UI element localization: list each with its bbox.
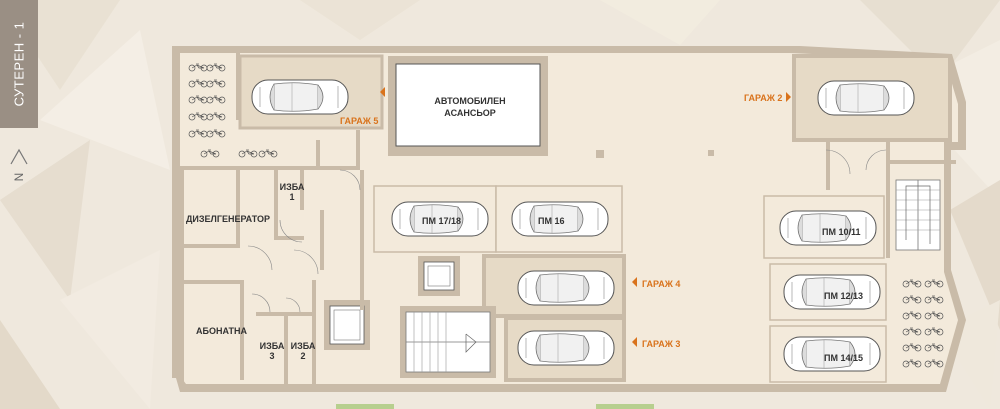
car-lift-label-2: АСАНСЬОР [444, 108, 495, 118]
storage-1-number: 1 [289, 192, 294, 202]
storage-2-number: 2 [300, 351, 305, 361]
stairs-icon [400, 306, 496, 378]
storage-3-label: ИЗБА [260, 341, 285, 351]
pm-10-11-label: ПМ 10/11 [822, 227, 861, 237]
pm-17-18-label: ПМ 17/18 [422, 216, 461, 226]
garage-4-label: ГАРАЖ 4 [642, 279, 680, 289]
bike-room [180, 53, 236, 168]
storage-1-label: ИЗБА [280, 182, 305, 192]
car-icon [517, 270, 615, 306]
garage-3-label: ГАРАЖ 3 [642, 339, 680, 349]
storage-3-number: 3 [269, 351, 274, 361]
north-compass: N [8, 148, 30, 188]
elevator-icon [423, 261, 455, 291]
compass-arrow-icon [10, 148, 28, 165]
car-icon [251, 79, 349, 115]
substation-label: АБОНАТНА [196, 326, 248, 336]
garage-2-label: ГАРАЖ 2 [744, 93, 782, 103]
car-icon [817, 80, 915, 116]
garage-5-label: ГАРАЖ 5 [340, 116, 378, 126]
elevator-icon [329, 305, 365, 345]
storage-2-label: ИЗБА [291, 341, 316, 351]
pm-12-13-label: ПМ 12/13 [824, 291, 863, 301]
car-lift[interactable] [395, 63, 541, 147]
pm-16-label: ПМ 16 [538, 216, 564, 226]
car-lift-label-1: АВТОМОБИЛЕН [434, 96, 505, 106]
level-tab[interactable]: СУТЕРЕН - 1 [0, 0, 38, 128]
pm-14-15-label: ПМ 14/15 [824, 353, 863, 363]
diesel-generator-label: ДИЗЕЛГЕНЕРАТОР [186, 214, 270, 224]
car-icon [517, 330, 615, 366]
stairs-icon [895, 179, 941, 251]
